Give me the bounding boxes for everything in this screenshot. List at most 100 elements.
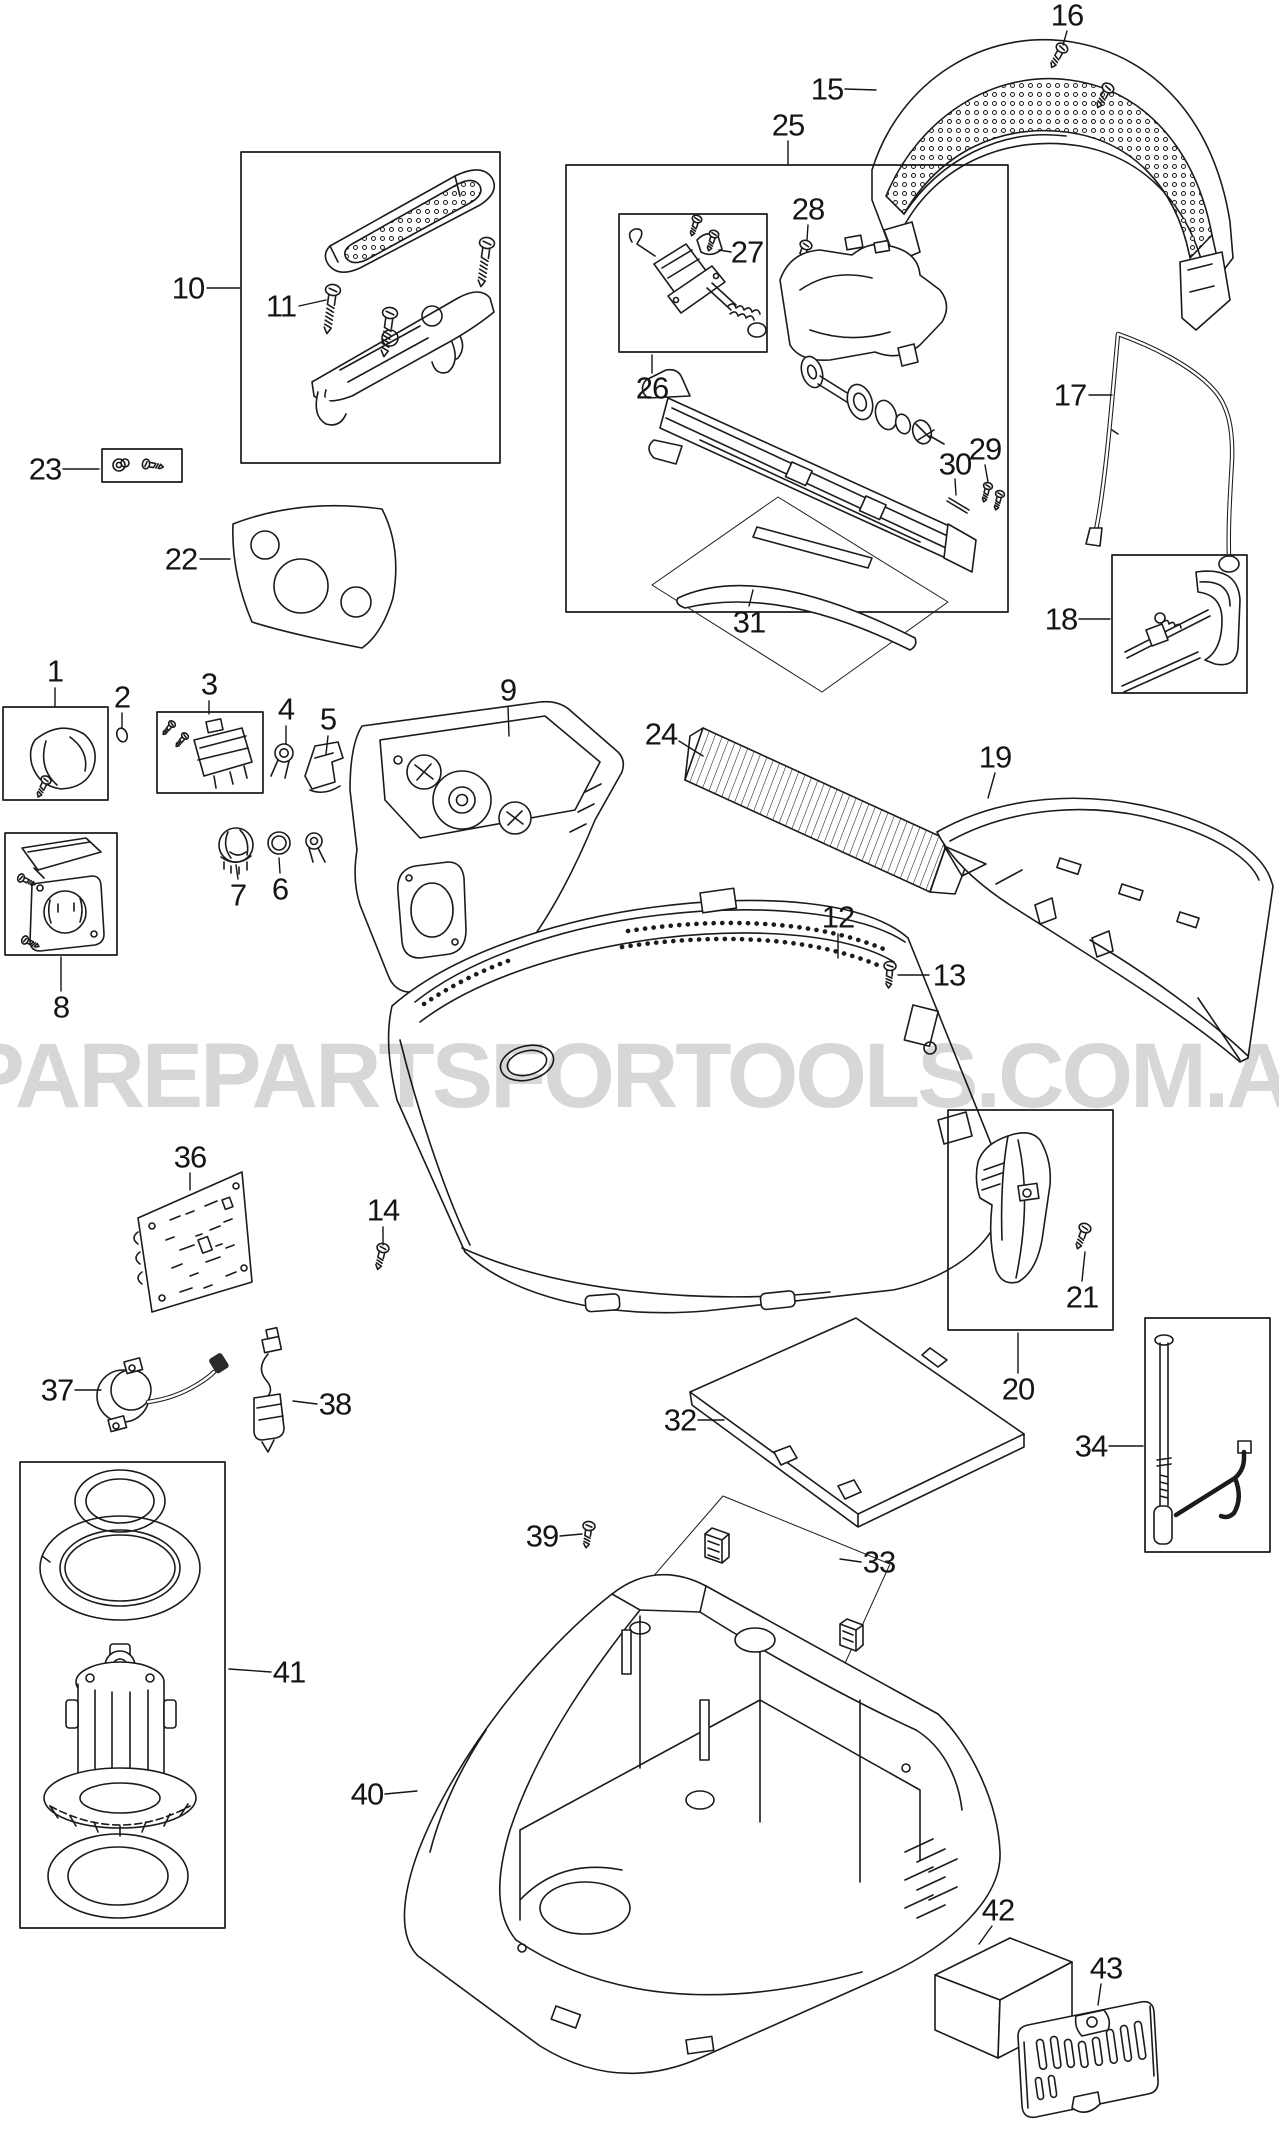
part-label-14: 14 xyxy=(366,1192,400,1228)
leader-line-33 xyxy=(840,1559,861,1562)
part-label-24: 24 xyxy=(644,716,678,752)
part-label-29: 29 xyxy=(968,431,1002,467)
box-20-latch xyxy=(948,1110,1113,1330)
part-label-26: 26 xyxy=(635,370,669,406)
part-label-5: 5 xyxy=(319,701,337,737)
leader-line-5 xyxy=(326,736,328,754)
part-6-oring xyxy=(268,832,290,854)
part-42-foam-block xyxy=(935,1938,1072,2058)
part-2-oring xyxy=(115,727,129,743)
part-label-36: 36 xyxy=(173,1139,207,1175)
part-label-34: 34 xyxy=(1074,1428,1108,1464)
part-12-tank-housing xyxy=(389,888,1005,1312)
screw-29-30 xyxy=(947,480,1006,513)
part-label-13: 13 xyxy=(932,957,966,993)
leader-line-19 xyxy=(988,773,995,798)
part-label-7: 7 xyxy=(229,877,247,913)
leader-line-27 xyxy=(719,250,731,252)
leader-line-24 xyxy=(679,741,703,756)
leader-line-38 xyxy=(293,1401,317,1404)
part-label-11: 11 xyxy=(265,288,297,324)
part-7-knob-cap xyxy=(219,828,253,874)
part-19-side-cover xyxy=(937,798,1273,1062)
box-1-knob xyxy=(3,707,108,800)
part-label-23: 23 xyxy=(28,451,62,487)
part-label-41: 41 xyxy=(272,1654,306,1690)
part-31-squeegee xyxy=(652,497,948,692)
part-17-bail-handle xyxy=(1086,334,1239,572)
screw-21 xyxy=(1071,1220,1093,1252)
box-3-switch xyxy=(157,712,263,793)
part-label-33: 33 xyxy=(862,1544,896,1580)
box-41-motor-kit xyxy=(20,1462,225,1928)
part-label-8: 8 xyxy=(52,989,70,1025)
leader-line-39 xyxy=(560,1534,582,1536)
part-label-4: 4 xyxy=(277,691,295,727)
part-label-10: 10 xyxy=(171,270,205,306)
part-label-19: 19 xyxy=(978,739,1012,775)
part-label-38: 38 xyxy=(318,1386,352,1422)
part-label-18: 18 xyxy=(1044,601,1078,637)
part-4-ring xyxy=(271,744,293,778)
part-4b-clip xyxy=(306,833,325,862)
leader-line-41 xyxy=(229,1669,271,1672)
part-label-9: 9 xyxy=(499,672,517,708)
part-roller-axle xyxy=(798,354,944,447)
part-label-3: 3 xyxy=(200,666,218,702)
screw-39 xyxy=(579,1519,597,1550)
leader-lines xyxy=(55,31,1143,2005)
part-nozzle-bar xyxy=(642,370,976,572)
part-motor xyxy=(44,1644,196,1836)
leader-line-7 xyxy=(236,865,238,879)
part-label-22: 22 xyxy=(164,541,198,577)
part-label-37: 37 xyxy=(40,1372,74,1408)
part-label-39: 39 xyxy=(525,1518,559,1554)
part-label-16: 16 xyxy=(1050,0,1084,33)
part-label-43: 43 xyxy=(1089,1950,1123,1986)
part-32-mat xyxy=(690,1318,1024,1527)
part-24-filter xyxy=(685,728,967,894)
leader-line-21 xyxy=(1082,1252,1085,1281)
part-label-17: 17 xyxy=(1053,377,1087,413)
part-label-30: 30 xyxy=(938,446,972,482)
leader-line-6 xyxy=(279,858,280,873)
box-26-pump xyxy=(619,214,767,352)
leader-line-42 xyxy=(979,1926,992,1944)
part-label-20: 20 xyxy=(1001,1371,1035,1407)
leader-line-31 xyxy=(749,590,753,606)
part-43-vent-cover xyxy=(1018,2002,1158,2118)
part-label-27: 27 xyxy=(730,234,764,270)
leader-line-16 xyxy=(1063,31,1067,45)
leader-line-15 xyxy=(845,89,876,90)
box-34-rod-kit xyxy=(1145,1318,1270,1552)
box-25-nozzle-assembly xyxy=(566,165,1008,692)
leader-line-11 xyxy=(299,300,326,306)
part-22-gasket xyxy=(233,506,396,648)
leader-line-40 xyxy=(385,1791,417,1794)
part-label-42: 42 xyxy=(981,1892,1015,1928)
box-8-socket xyxy=(5,833,117,955)
leader-line-9 xyxy=(508,707,509,736)
part-label-40: 40 xyxy=(350,1776,384,1812)
leader-line-43 xyxy=(1098,1984,1101,2005)
part-label-2: 2 xyxy=(113,679,131,715)
part-label-1: 1 xyxy=(46,653,64,689)
part-label-32: 32 xyxy=(663,1402,697,1438)
part-label-31: 31 xyxy=(732,604,766,640)
part-37-clamp xyxy=(97,1353,229,1432)
part-label-28: 28 xyxy=(791,191,825,227)
leader-line-30 xyxy=(955,479,956,495)
part-40-base-housing xyxy=(404,1575,1000,2074)
part-label-21: 21 xyxy=(1065,1279,1099,1315)
part-38-cable xyxy=(254,1328,284,1452)
screw-14 xyxy=(371,1241,391,1272)
part-5-bracket xyxy=(305,742,343,792)
part-label-12: 12 xyxy=(821,899,855,935)
box-10-handle-kit xyxy=(241,152,500,463)
box-18-latch-kit xyxy=(1112,555,1247,693)
part-33-clips xyxy=(632,1496,890,1681)
part-28-elbow-housing xyxy=(780,235,947,366)
part-label-25: 25 xyxy=(771,107,805,143)
